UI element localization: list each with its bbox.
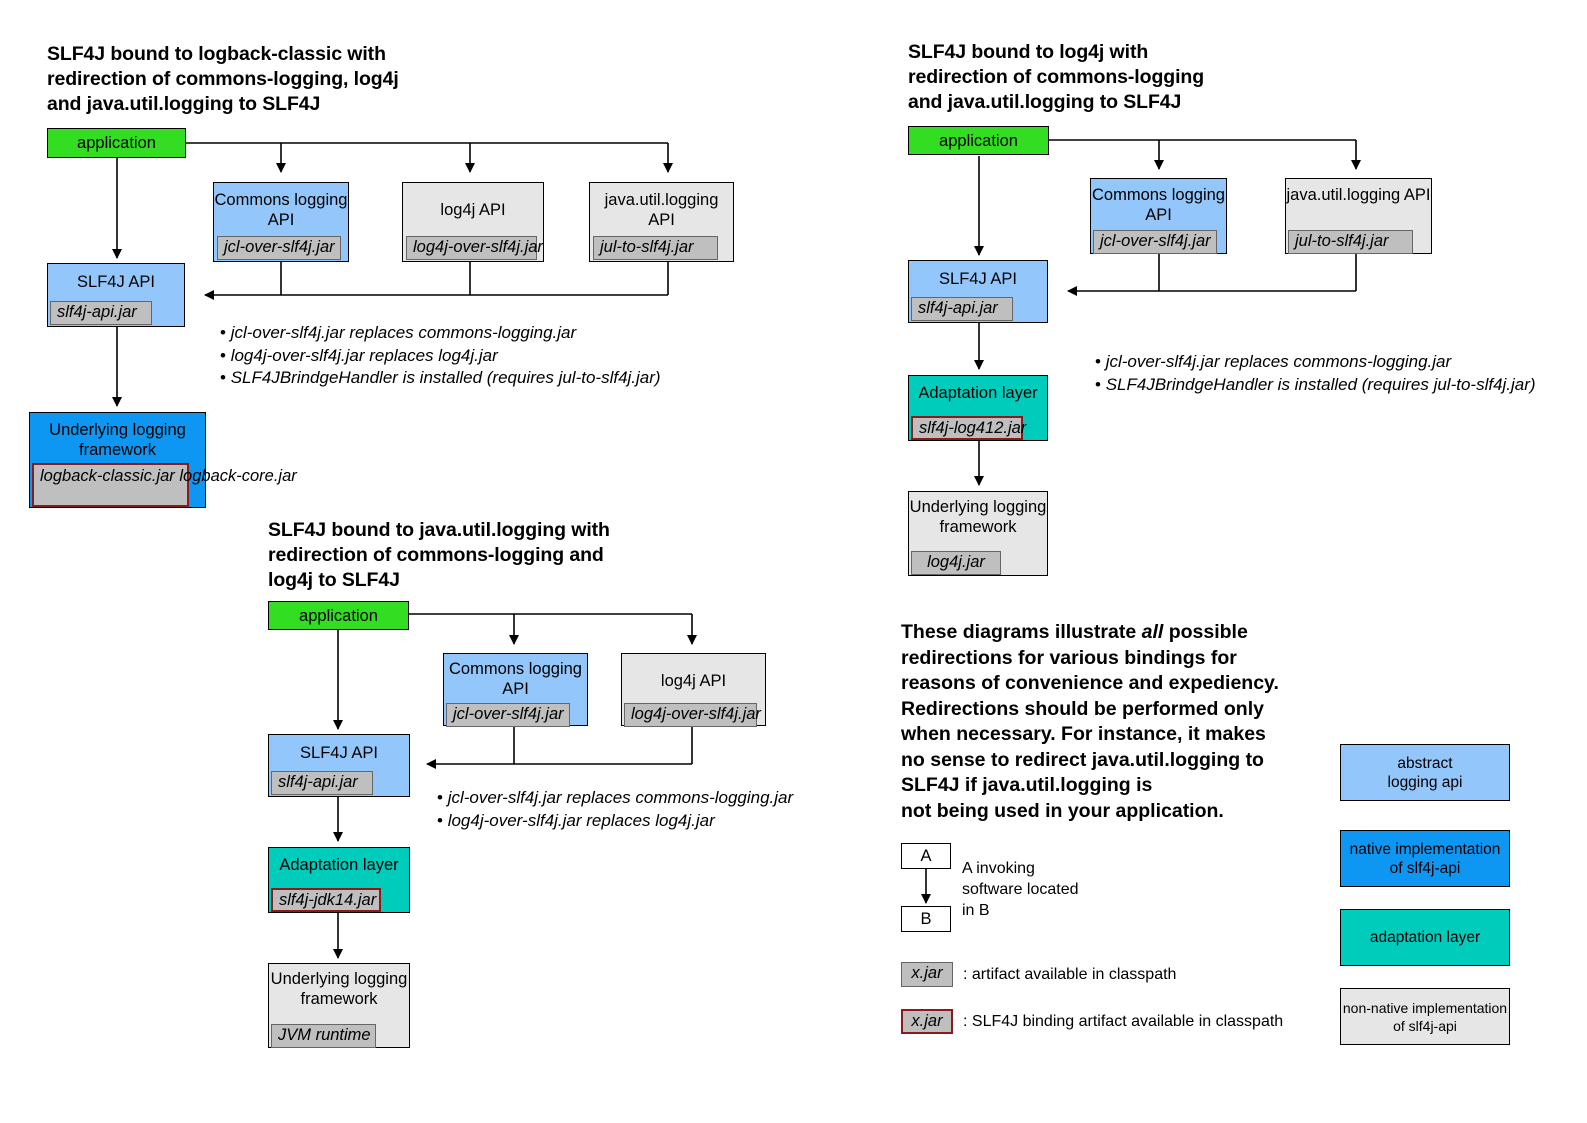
- diagram3-underlying-jar: JVM runtime: [271, 1024, 376, 1048]
- note-item: jcl-over-slf4j.jar replaces commons-logg…: [220, 322, 661, 345]
- diagram2-application-box: application: [908, 126, 1049, 155]
- legend-color-label: non-native implementation of slf4j-api: [1342, 999, 1508, 1034]
- diagram1-slf4j-api-jar: slf4j-api.jar: [50, 301, 152, 325]
- legend-color-native-implementation: native implementation of slf4j-api: [1340, 830, 1510, 887]
- diagram3-adaptation-jar: slf4j-jdk14.jar: [271, 888, 381, 912]
- diagram3-application-box: application: [268, 601, 409, 630]
- legend-color-label: adaptation layer: [1369, 929, 1481, 946]
- diagram2-adaptation-layer-box: Adaptation layer: [908, 375, 1048, 441]
- legend-color-label: native implementation of slf4j-api: [1349, 840, 1501, 877]
- box-label: Commons logging API: [214, 191, 348, 229]
- diagram1-jul-jar: jul-to-slf4j.jar: [593, 236, 718, 260]
- diagram1-title: SLF4J bound to logback-classic with redi…: [47, 43, 399, 115]
- note-part1: These diagrams illustrate: [901, 621, 1142, 643]
- legend-box-b: B: [901, 906, 951, 932]
- note-item: log4j-over-slf4j.jar replaces log4j.jar: [437, 810, 793, 833]
- box-label: log4j API: [440, 201, 506, 219]
- diagram1-application-box: application: [47, 128, 186, 158]
- legend-b-label: B: [920, 910, 932, 928]
- box-label: SLF4J API: [939, 270, 1017, 288]
- diagram2-adaptation-jar: slf4j-log412.jar: [911, 416, 1026, 440]
- explanatory-note: These diagrams illustrate all possible r…: [901, 620, 1331, 824]
- box-label: Commons logging API: [449, 660, 582, 698]
- diagram3-slf4j-api-jar: slf4j-api.jar: [271, 771, 373, 795]
- box-label: java.util.logging API: [1286, 186, 1431, 204]
- diagram2-title: SLF4J bound to log4j with redirection of…: [908, 41, 1205, 113]
- legend-jar-plain-chip: x.jar: [901, 962, 953, 987]
- box-label: SLF4J API: [300, 744, 378, 762]
- legend-box-a: A: [901, 843, 951, 869]
- legend-jar-binding-chip: x.jar: [901, 1009, 953, 1034]
- legend-color-non-native-implementation: non-native implementation of slf4j-api: [1340, 988, 1510, 1045]
- diagram3-title: SLF4J bound to java.util.logging with re…: [268, 519, 610, 591]
- note-item: SLF4JBrindgeHandler is installed (requir…: [1095, 374, 1536, 397]
- box-label: Adaptation layer: [279, 856, 399, 874]
- note-item: SLF4JBrindgeHandler is installed (requir…: [220, 367, 661, 390]
- diagram1-underlying-jars: logback-classic.jar logback-core.jar: [32, 463, 297, 507]
- diagram1-log4j-jar: log4j-over-slf4j.jar: [406, 236, 543, 260]
- legend-color-abstract-logging-api: abstract logging api: [1340, 744, 1510, 801]
- legend-invoke-caption: A invoking software located in B: [962, 860, 1079, 919]
- note-emphasis: all: [1141, 621, 1164, 643]
- note-item: jcl-over-slf4j.jar replaces commons-logg…: [437, 787, 793, 810]
- diagram2-slf4j-api-jar: slf4j-api.jar: [911, 297, 1013, 321]
- diagram2-jul-jar: jul-to-slf4j.jar: [1288, 230, 1413, 254]
- box-label: Underlying logging framework: [49, 421, 186, 459]
- box-label: application: [939, 132, 1018, 150]
- box-label: Commons logging API: [1092, 186, 1225, 224]
- legend-color-adaptation-layer: adaptation layer: [1340, 909, 1510, 966]
- box-label: Adaptation layer: [918, 384, 1038, 402]
- box-label: application: [299, 607, 378, 625]
- diagram2-underlying-jar: log4j.jar: [911, 551, 1001, 575]
- diagram1-commons-jar: jcl-over-slf4j.jar: [217, 236, 341, 260]
- box-label: application: [77, 134, 156, 152]
- legend-jar-plain-caption: : artifact available in classpath: [963, 966, 1177, 983]
- diagram1-notes: jcl-over-slf4j.jar replaces commons-logg…: [220, 322, 661, 390]
- diagram3-notes: jcl-over-slf4j.jar replaces commons-logg…: [437, 787, 793, 832]
- legend-a-label: A: [920, 847, 932, 865]
- box-label: Underlying logging framework: [270, 970, 408, 1008]
- box-label: SLF4J API: [77, 273, 155, 291]
- box-label: Underlying logging framework: [909, 498, 1047, 536]
- legend-jar-binding-caption: : SLF4J binding artifact available in cl…: [963, 1013, 1284, 1030]
- box-label: java.util.logging API: [604, 191, 719, 229]
- note-item: log4j-over-slf4j.jar replaces log4j.jar: [220, 345, 661, 368]
- diagram2-commons-jar: jcl-over-slf4j.jar: [1093, 230, 1217, 254]
- legend-color-label: abstract logging api: [1387, 754, 1463, 791]
- note-part2: possible redirections for various bindin…: [901, 621, 1279, 822]
- diagram3-log4j-jar: log4j-over-slf4j.jar: [624, 703, 761, 727]
- diagram3-commons-jar: jcl-over-slf4j.jar: [446, 703, 570, 727]
- note-item: jcl-over-slf4j.jar replaces commons-logg…: [1095, 351, 1536, 374]
- diagram2-notes: jcl-over-slf4j.jar replaces commons-logg…: [1095, 351, 1536, 396]
- box-label: log4j API: [660, 672, 727, 690]
